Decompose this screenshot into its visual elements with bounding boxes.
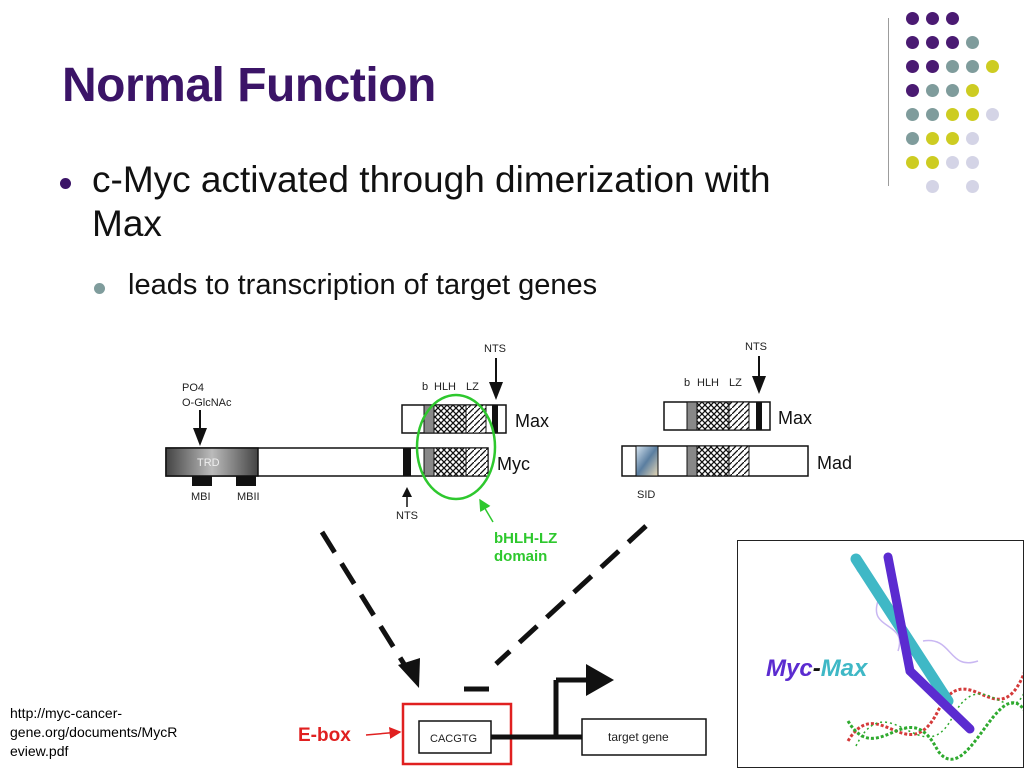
ebox-pointer xyxy=(365,726,402,739)
nts-bottom-arrow-head xyxy=(402,487,412,497)
max-lz-region xyxy=(465,404,487,434)
max2-label: Max xyxy=(778,408,812,428)
po4-label: PO4 xyxy=(182,382,204,394)
mad-lz-region xyxy=(728,445,750,477)
myc-lz-region xyxy=(465,447,489,477)
max-hlh-region xyxy=(433,404,467,434)
mbii-block xyxy=(236,476,256,486)
nts-max-label: NTS xyxy=(484,343,506,355)
protein-structure-art xyxy=(846,552,1023,761)
trd-domain xyxy=(165,447,259,477)
max2-lz-region xyxy=(728,401,750,431)
myc-max-dashed-arrow xyxy=(319,530,407,666)
nts-bottom-label: NTS xyxy=(396,510,418,522)
ebox-label: E-box xyxy=(298,725,351,746)
target-gene-box xyxy=(581,718,707,756)
slide-title: Normal Function xyxy=(62,59,436,112)
trd-label: TRD xyxy=(197,457,220,469)
sub-bullet-icon xyxy=(94,283,105,294)
source-url-line3[interactable]: eview.pdf xyxy=(10,743,69,759)
source-url[interactable]: http://myc-cancer- gene.org/documents/My… xyxy=(10,704,210,761)
decorative-divider xyxy=(888,18,889,186)
max2-basic-region xyxy=(686,401,698,431)
bullet-main-text: c-Myc activated through dimerization wit… xyxy=(92,158,892,246)
myc-max-structure-image: Myc-Max xyxy=(737,540,1024,768)
myc-hlh-region xyxy=(433,447,467,477)
bullet-main-line2: Max xyxy=(92,203,162,244)
bhlh-lz-label-line1: bHLH-LZ xyxy=(494,530,557,547)
max2-nts-block xyxy=(756,402,762,430)
max-nts-block xyxy=(492,405,498,433)
po4-arrow-head xyxy=(193,428,207,446)
max2-hlh-region xyxy=(696,401,730,431)
bullet-icon xyxy=(60,178,71,189)
mbi-block xyxy=(192,476,212,486)
bhlh-lz-pointer xyxy=(479,498,494,523)
myc-label: Myc xyxy=(497,454,530,474)
b-label: b xyxy=(422,381,428,393)
myc-basic-region xyxy=(423,447,435,477)
myc-nts-block xyxy=(403,448,411,476)
myc-max-dashed-arrow-head xyxy=(398,658,420,688)
myc-label-text: Myc xyxy=(766,655,813,682)
mad-hlh-region xyxy=(696,445,730,477)
dash-label-text: - xyxy=(812,655,821,682)
mbi-label: MBI xyxy=(191,491,211,503)
bhlh-lz-highlight-circle xyxy=(415,393,497,501)
tss-arrow-head xyxy=(586,664,614,696)
hlh2-label: HLH xyxy=(697,377,719,389)
source-url-line2[interactable]: gene.org/documents/MycR xyxy=(10,724,178,740)
max-label: Max xyxy=(515,411,549,431)
cacgtg-label: CACGTG xyxy=(430,733,477,745)
nts-mad-arrow-head xyxy=(752,376,766,394)
bullet-main-line1: c-Myc activated through dimerization wit… xyxy=(92,159,771,200)
ebox-highlight-box xyxy=(401,702,513,766)
lz-label: LZ xyxy=(466,381,479,393)
mad-label: Mad xyxy=(817,453,852,473)
nts-max-arrow-head xyxy=(489,382,503,400)
lz2-label: LZ xyxy=(729,377,742,389)
myc-max-label: Myc-Max xyxy=(766,655,867,683)
b2-label: b xyxy=(684,377,690,389)
sid-label: SID xyxy=(637,489,655,501)
nts-mad-label: NTS xyxy=(745,341,767,353)
bullet-sub-text: leads to transcription of target genes xyxy=(128,269,598,301)
bhlh-lz-label-line2: domain xyxy=(494,548,547,565)
mad-basic-region xyxy=(686,445,698,477)
max-label-text: Max xyxy=(820,655,868,682)
hlh-label: HLH xyxy=(434,381,456,393)
source-url-line1[interactable]: http://myc-cancer- xyxy=(10,705,123,721)
oglcnac-label: O-GlcNAc xyxy=(182,397,232,409)
sid-domain xyxy=(635,445,659,477)
target-gene-label: target gene xyxy=(608,730,669,744)
max-mad-dashed-arrow xyxy=(494,524,648,666)
mbii-label: MBII xyxy=(237,491,260,503)
